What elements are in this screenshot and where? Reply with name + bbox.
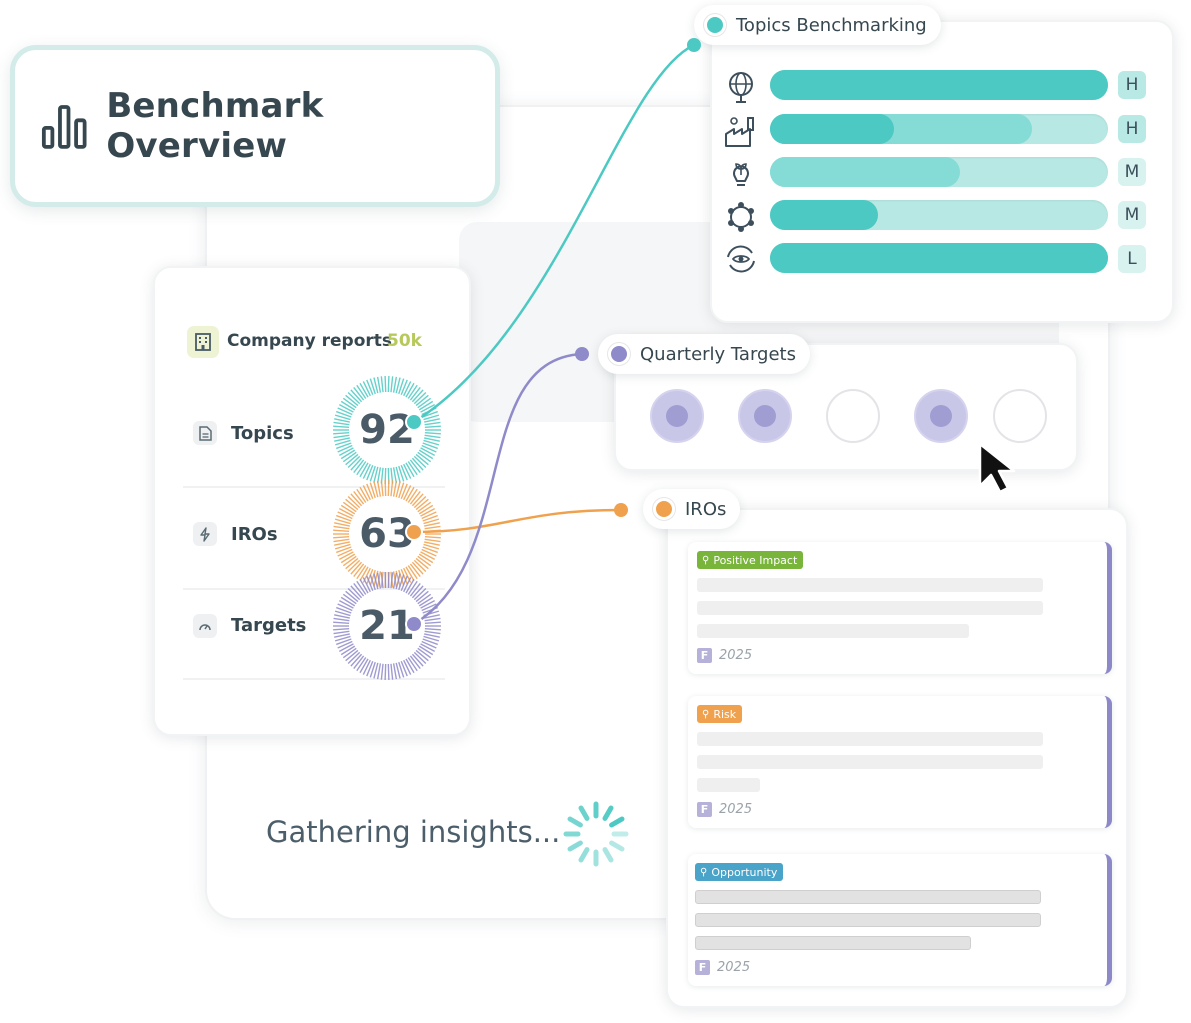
framework-icon: F xyxy=(695,960,710,975)
divider xyxy=(183,486,445,488)
iros-label: IROs xyxy=(231,524,278,545)
iros-header: IROs xyxy=(643,489,741,529)
loading-spinner-icon xyxy=(563,801,629,867)
topics-count: 92 xyxy=(359,407,415,453)
company-reports-label: Company reports xyxy=(227,331,393,351)
plant-bulb-icon xyxy=(733,163,749,186)
network-icon xyxy=(728,202,754,232)
topics-label: Topics xyxy=(231,423,294,444)
quarter-target-empty[interactable] xyxy=(826,389,880,443)
iro-tag: ⚲ Positive Impact xyxy=(697,551,804,569)
eye-cycle-icon xyxy=(727,245,755,273)
level-badge: H xyxy=(1118,71,1146,99)
targets-ring: 21 xyxy=(331,570,443,682)
iro-year: F 2025 xyxy=(697,802,752,817)
targets-count: 21 xyxy=(359,603,415,649)
topics-benchmarking-card: H H M M L xyxy=(710,20,1174,323)
text-placeholder xyxy=(697,778,760,792)
stats-card: Company reports 50k Topics IROs Targets … xyxy=(153,266,471,736)
topic-bar xyxy=(770,157,1108,187)
lightning-icon xyxy=(193,522,217,546)
iro-item[interactable]: ⚲ Positive Impact F 2025 xyxy=(688,542,1112,674)
iro-tag-label: Risk xyxy=(713,707,737,721)
framework-icon: F xyxy=(697,802,712,817)
iro-year: F 2025 xyxy=(697,648,752,663)
text-placeholder xyxy=(697,578,1043,592)
topic-bar xyxy=(770,114,1108,144)
level-badge: L xyxy=(1118,245,1146,273)
iros-card: ⚲ Positive Impact F 2025 ⚲ Risk F 2025 ⚲… xyxy=(666,508,1128,1008)
topic-bar xyxy=(770,200,1108,230)
iro-tag-label: Positive Impact xyxy=(713,553,798,567)
benchmark-overview-card: Benchmark Overview xyxy=(10,45,500,207)
divider xyxy=(183,678,445,680)
status-text: Gathering insights... xyxy=(266,815,561,849)
iro-item[interactable]: ⚲ Opportunity F 2025 xyxy=(688,854,1112,986)
bulb-icon: ⚲ xyxy=(700,866,708,878)
bulb-icon: ⚲ xyxy=(702,554,710,566)
topics-benchmarking-title: Topics Benchmarking xyxy=(736,14,927,36)
quarter-target-done[interactable] xyxy=(650,389,704,443)
quarter-target-empty[interactable] xyxy=(993,389,1047,443)
topics-ring: 92 xyxy=(331,374,443,486)
topic-bar xyxy=(770,243,1108,273)
framework-icon: F xyxy=(697,648,712,663)
topics-benchmarking-header: Topics Benchmarking xyxy=(694,5,941,45)
orange-dot-icon xyxy=(653,498,675,520)
quarterly-targets-title: Quarterly Targets xyxy=(640,343,796,365)
bulb-icon: ⚲ xyxy=(702,708,710,720)
topic-bar xyxy=(770,70,1108,100)
iro-year: F 2025 xyxy=(695,960,750,975)
text-placeholder xyxy=(695,913,1041,927)
iros-title: IROs xyxy=(685,498,727,520)
level-badge: M xyxy=(1118,158,1146,186)
page-title: Benchmark Overview xyxy=(106,86,324,166)
iro-tag-label: Opportunity xyxy=(711,865,778,879)
teal-dot-icon xyxy=(704,14,726,36)
level-badge: H xyxy=(1118,115,1146,143)
text-placeholder xyxy=(695,890,1041,904)
iro-tag: ⚲ Opportunity xyxy=(695,863,784,881)
building-icon xyxy=(187,326,219,358)
targets-label: Targets xyxy=(231,615,307,636)
connector-end-dot xyxy=(687,38,701,52)
industry-icon xyxy=(725,117,754,147)
level-badge: M xyxy=(1118,201,1146,229)
gauge-icon xyxy=(193,614,217,638)
text-placeholder xyxy=(697,755,1043,769)
text-placeholder xyxy=(697,732,1043,746)
purple-dot-icon xyxy=(608,343,630,365)
divider xyxy=(183,588,445,590)
text-placeholder xyxy=(697,624,969,638)
globe-icon xyxy=(729,72,753,103)
company-reports-value: 50k xyxy=(387,331,422,351)
iro-tag: ⚲ Risk xyxy=(697,705,743,723)
document-icon xyxy=(193,421,217,445)
iro-item[interactable]: ⚲ Risk F 2025 xyxy=(688,696,1112,828)
bar-chart-icon xyxy=(41,105,87,149)
quarter-target-done[interactable] xyxy=(738,389,792,443)
quarter-target-done[interactable] xyxy=(914,389,968,443)
quarterly-targets-header: Quarterly Targets xyxy=(598,334,810,374)
text-placeholder xyxy=(697,601,1043,615)
mouse-pointer-icon xyxy=(978,442,1016,494)
text-placeholder xyxy=(695,936,971,950)
